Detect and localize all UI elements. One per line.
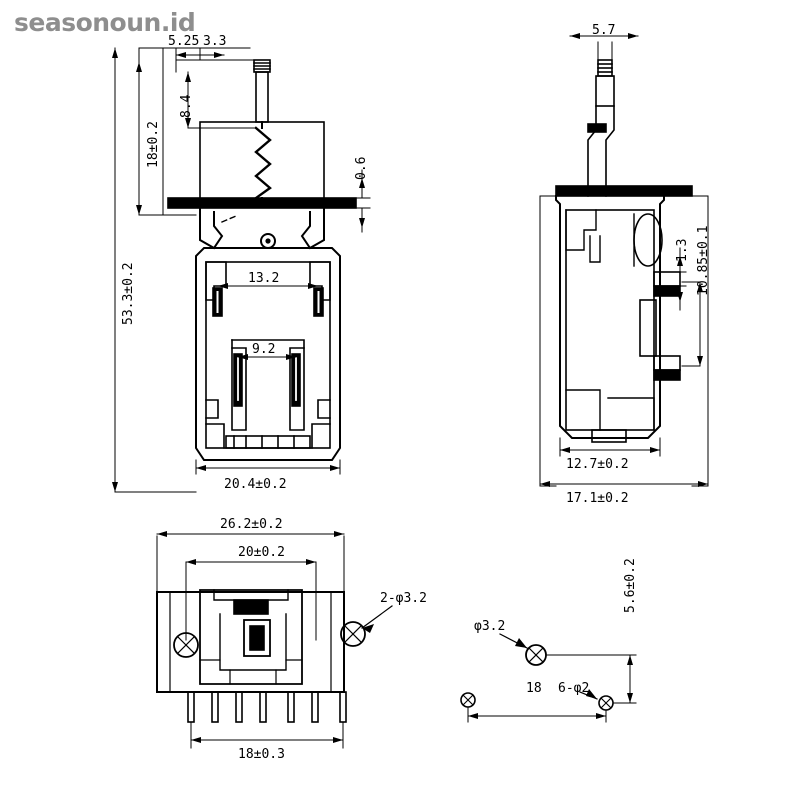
dim-plunger-height: 8.4 bbox=[179, 94, 194, 118]
dim-pin-span: 18±0.3 bbox=[238, 747, 285, 762]
dim-plate-width-overall: 26.2±0.2 bbox=[220, 517, 283, 532]
dim-inner-width-upper: 13.2 bbox=[248, 271, 280, 286]
dim-travel-height: 18±0.2 bbox=[146, 121, 161, 168]
dim-big-hole-dia: φ3.2 bbox=[474, 619, 506, 634]
dim-inner-width-lower: 9.2 bbox=[252, 342, 276, 357]
dim-body-width: 20.4±0.2 bbox=[224, 477, 287, 492]
dim-hole-center-distance: 20±0.2 bbox=[238, 545, 285, 560]
dim-horizontal-hole-spacing: 18 bbox=[526, 681, 542, 696]
dim-plate-thickness: 0.6 bbox=[354, 156, 369, 180]
dim-small-hole-callout: 6-φ2 bbox=[558, 681, 590, 696]
dim-terminal-thickness: 1.3 bbox=[675, 238, 690, 262]
dim-mount-hole-callout: 2-φ3.2 bbox=[380, 591, 427, 606]
dim-plunger-dia: 5.7 bbox=[592, 23, 616, 38]
dim-plunger-width: 5.25 bbox=[168, 34, 200, 49]
dim-body-depth: 12.7±0.2 bbox=[566, 457, 629, 472]
dim-plunger-head: 3.3 bbox=[203, 34, 227, 49]
dim-vertical-hole-spacing: 5.6±0.2 bbox=[623, 558, 638, 613]
dim-overall-height: 53.3±0.2 bbox=[121, 262, 136, 325]
watermark-text: seasonoun.id bbox=[14, 8, 196, 37]
dim-terminal-spacing: 10.85±0.1 bbox=[696, 225, 711, 296]
dim-overall-depth: 17.1±0.2 bbox=[566, 491, 629, 506]
